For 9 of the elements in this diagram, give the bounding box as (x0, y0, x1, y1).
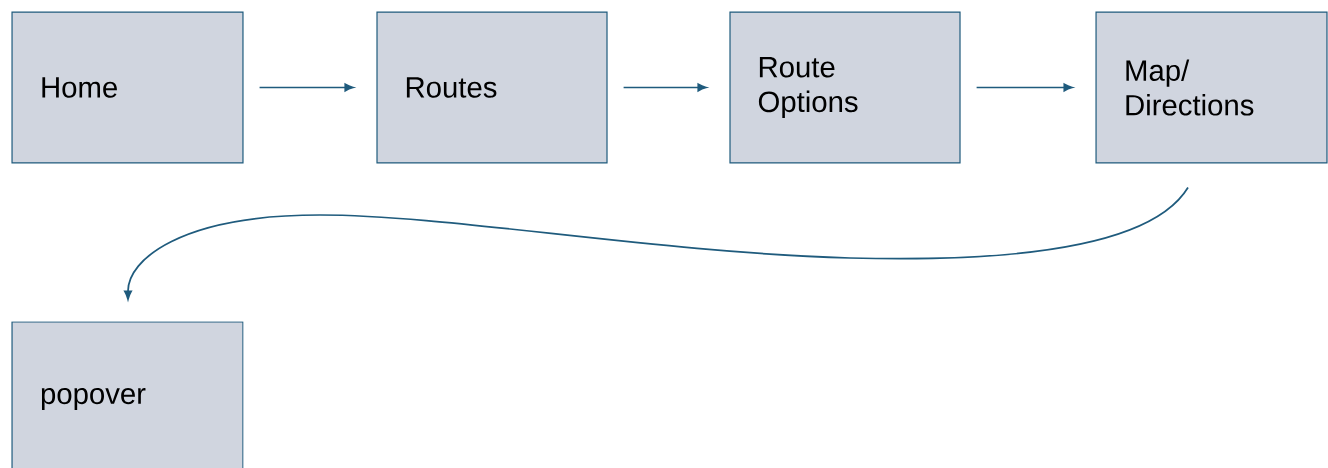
screen-box: Route Options (729, 11, 961, 164)
screen-box: popover (11, 321, 244, 468)
screen-box: Home (11, 11, 244, 164)
arrow (124, 186, 1189, 300)
screen-box: Map/ Directions (1095, 11, 1328, 164)
screen-box: Routes (376, 11, 608, 164)
arrow (258, 83, 354, 92)
arrow (622, 83, 707, 92)
arrow (975, 83, 1073, 92)
